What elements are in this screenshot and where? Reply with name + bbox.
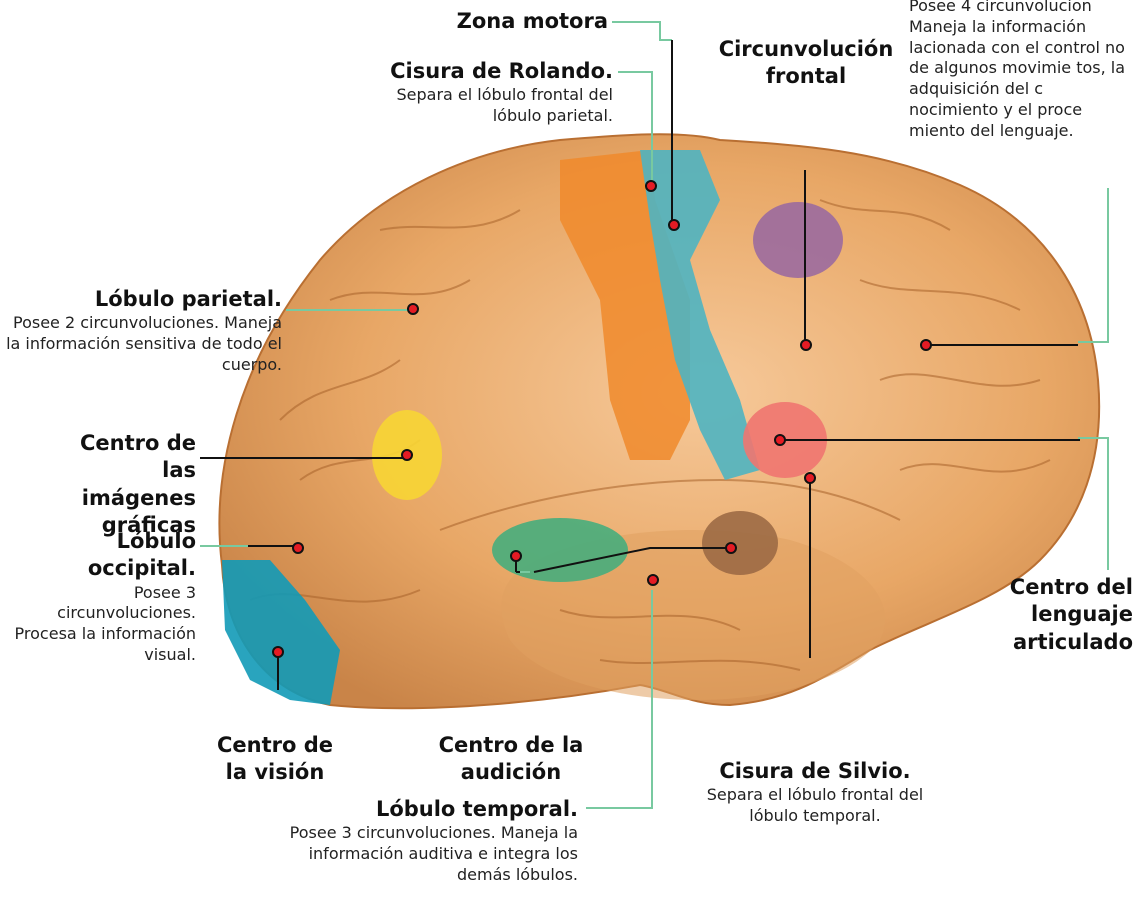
label-parietal: Lóbulo parietal. Posee 2 circunvolucione…: [4, 286, 282, 376]
label-lenguaje: Centro del lenguaje articulado: [968, 574, 1133, 656]
label-silvio-desc: Separa el lóbulo frontal del lóbulo temp…: [706, 785, 924, 826]
label-occipital-title: Lóbulo occipital: [87, 529, 196, 581]
label-lenguaje-title: Centro del lenguaje articulado: [1009, 575, 1133, 654]
label-silvio: Cisura de Silvio. Separa el lóbulo front…: [695, 758, 935, 827]
label-parietal-title: Lóbulo parietal: [94, 287, 275, 311]
label-temporal: Lóbulo temporal. Posee 3 circunvolucione…: [260, 796, 578, 886]
label-audicion: Centro de la audición: [436, 732, 586, 787]
label-rolando: Cisura de Rolando. Separa el lóbulo fron…: [360, 58, 613, 127]
dot-imagenes[interactable]: [401, 449, 413, 461]
label-zona-motora: Zona motora: [420, 8, 608, 35]
label-vision: Centro de la visión: [205, 732, 345, 787]
label-rolando-desc: Separa el lóbulo frontal del lóbulo pari…: [396, 85, 614, 126]
label-audicion-title: Centro de la audición: [438, 733, 584, 785]
label-rolando-title: Cisura de Rolando: [390, 59, 606, 83]
dot-rolando[interactable]: [668, 219, 680, 231]
dot-vision[interactable]: [272, 646, 284, 658]
label-imagenes-title: Centro de las imágenes gráficas: [79, 431, 196, 537]
dot-frontal[interactable]: [800, 339, 812, 351]
label-frontal-text-desc: Posee 4 circunvolucion Maneja la informa…: [909, 0, 1126, 140]
dot-lenguaje[interactable]: [774, 434, 786, 446]
label-occipital-desc: Posee 3 circunvoluciones. Procesa la inf…: [14, 582, 196, 664]
gyri-lines: [249, 199, 1051, 671]
label-temporal-desc: Posee 3 circunvoluciones. Maneja la info…: [289, 823, 578, 884]
leader-lines: [200, 21, 1109, 809]
label-temporal-title: Lóbulo temporal: [375, 797, 571, 821]
hearing-zone: [492, 518, 628, 582]
dot-temporal[interactable]: [647, 574, 659, 586]
dot-silvio-zone[interactable]: [725, 542, 737, 554]
dot-silvio[interactable]: [804, 472, 816, 484]
silvio-zone: [702, 511, 778, 575]
dot-frontal-lobe[interactable]: [920, 339, 932, 351]
label-vision-title: Centro de la visión: [216, 733, 333, 785]
marker-dots: [272, 180, 932, 658]
label-zona-motora-title: Zona motora: [456, 9, 608, 33]
frontal-gyrus-zone: [753, 202, 843, 278]
label-silvio-title: Cisura de Silvio: [719, 759, 903, 783]
label-occipital: Lóbulo occipital. Posee 3 circunvolucion…: [4, 528, 196, 666]
label-circ-frontal: Circunvolución frontal: [706, 36, 906, 91]
dot-audicion[interactable]: [510, 550, 522, 562]
dot-parietal[interactable]: [407, 303, 419, 315]
rolando-fissure-zone: [640, 150, 760, 480]
black-lines: [200, 40, 1080, 690]
label-parietal-desc: Posee 2 circunvoluciones. Maneja la info…: [6, 313, 282, 374]
dot-occipital[interactable]: [292, 542, 304, 554]
dot-motor[interactable]: [645, 180, 657, 192]
vision-zone: [222, 560, 340, 705]
label-frontal-text: Posee 4 circunvolucion Maneja la informa…: [909, 0, 1137, 142]
label-circ-frontal-title: Circunvolución frontal: [718, 37, 894, 89]
label-imagenes: Centro de las imágenes gráficas: [60, 430, 196, 539]
